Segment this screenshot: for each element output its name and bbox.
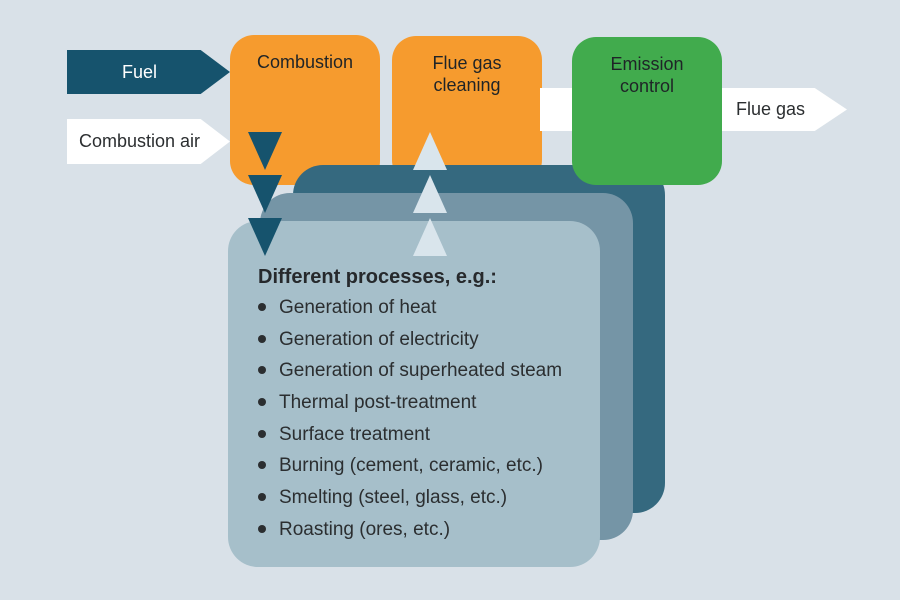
stage-flue-gas-cleaning-label-line2: cleaning (433, 75, 501, 95)
list-item: Generation of electricity (258, 324, 562, 356)
bullet-icon (258, 366, 266, 375)
list-item: Surface treatment (258, 419, 562, 451)
list-item: Roasting (ores, etc.) (258, 514, 562, 546)
bullet-icon (258, 397, 266, 406)
bullet-icon (258, 461, 266, 470)
bullet-icon (258, 524, 266, 533)
list-item: Thermal post-treatment (258, 387, 562, 419)
process-card-title: Different processes, e.g.: (258, 266, 497, 288)
stage-flue-gas-cleaning: Flue gas cleaning (392, 36, 542, 184)
fuel-input-arrow: Fuel (67, 50, 230, 94)
stage-combustion-label: Combustion (256, 52, 354, 72)
stage-emission-control: Emission control (572, 37, 722, 185)
combustion-air-input-arrow: Combustion air (67, 119, 230, 164)
list-item: Burning (cement, ceramic, etc.) (258, 450, 562, 482)
fuel-label: Fuel (121, 61, 157, 82)
bullet-icon (258, 429, 266, 438)
list-item: Generation of heat (258, 292, 562, 324)
bullet-icon (258, 334, 266, 343)
bullet-icon (258, 302, 266, 311)
process-card: Different processes, e.g.: Generation of… (228, 221, 600, 567)
list-item: Generation of superheated steam (258, 355, 562, 387)
process-list: Generation of heat Generation of electri… (258, 292, 562, 546)
stage-emission-control-label-line1: Emission (610, 54, 684, 74)
stage-combustion: Combustion (230, 35, 380, 185)
combustion-air-label: Combustion air (78, 131, 201, 151)
stage-emission-control-label-line2: control (619, 76, 675, 96)
stage-flue-gas-cleaning-label-line1: Flue gas (432, 53, 502, 73)
list-item: Smelting (steel, glass, etc.) (258, 482, 562, 514)
flue-gas-label: Flue gas (736, 99, 806, 119)
bullet-icon (258, 492, 266, 501)
